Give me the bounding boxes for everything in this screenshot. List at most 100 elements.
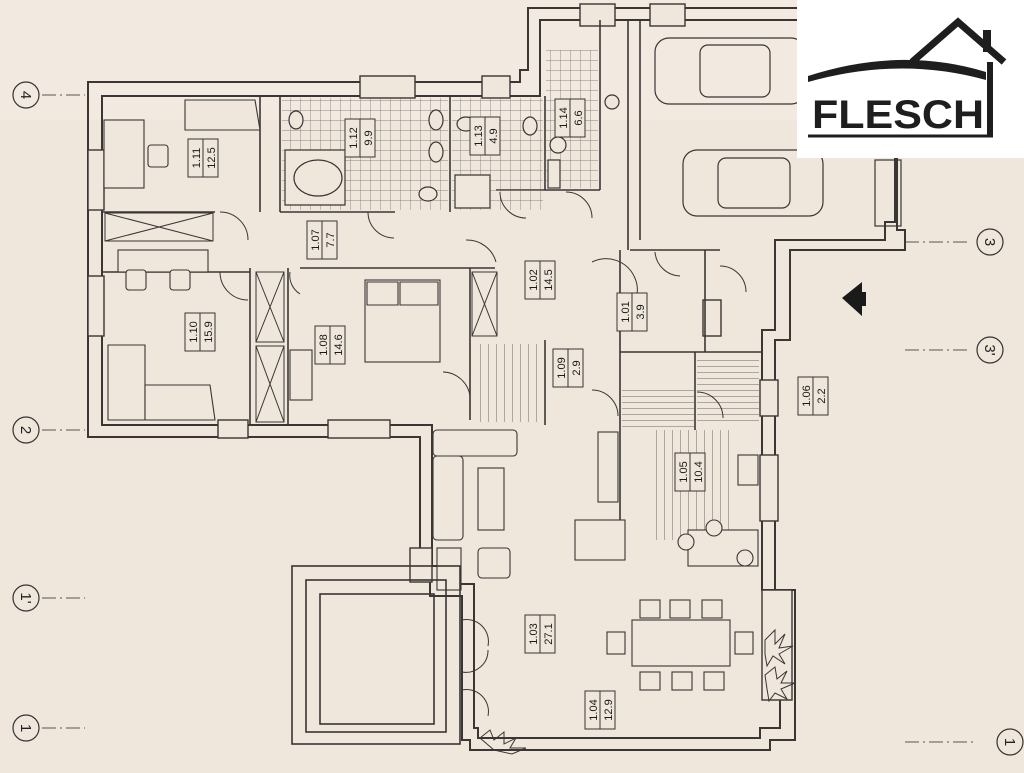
sink-4 xyxy=(549,136,567,154)
axis-lines xyxy=(42,94,975,743)
car-top-roof xyxy=(699,44,771,98)
room-number: 1.12 xyxy=(348,127,360,148)
room-area: 12.5 xyxy=(206,147,218,168)
car-bottom xyxy=(682,149,824,217)
axis-bubble-3 xyxy=(976,228,1004,256)
axis-bubble-1-right xyxy=(996,728,1024,756)
bed-1 xyxy=(184,99,261,131)
sink-2 xyxy=(428,141,444,163)
window-9 xyxy=(702,299,722,337)
room-area: 27.1 xyxy=(543,623,555,644)
stairs-1 xyxy=(622,385,694,430)
window-6 xyxy=(87,275,105,337)
room-area: 6.6 xyxy=(573,110,585,125)
kitchen-sink xyxy=(737,454,759,486)
logo-swoosh-icon xyxy=(808,59,986,82)
wardrobe-4-x xyxy=(471,271,498,337)
room-area: 4.9 xyxy=(488,128,500,143)
plant-2 xyxy=(764,666,796,703)
stool-1 xyxy=(677,533,695,551)
door-13 xyxy=(696,391,724,419)
entrance-arrow-icon xyxy=(842,282,866,316)
door-15 xyxy=(461,689,489,717)
chimney-icon xyxy=(983,30,991,52)
logo-box xyxy=(797,0,1024,158)
bathtub-basin xyxy=(293,159,343,197)
pillows xyxy=(366,281,439,306)
axis-bubble-4 xyxy=(12,81,40,109)
room-area: 2.2 xyxy=(816,388,828,403)
terrace-mid xyxy=(305,579,447,733)
room-number: 1.14 xyxy=(558,107,570,128)
sink-1 xyxy=(428,109,444,131)
washer-1 xyxy=(604,94,620,110)
wardrobe-3 xyxy=(255,345,285,423)
room-number: 1.04 xyxy=(588,699,600,720)
dining-chair-1 xyxy=(639,599,661,619)
dining-chair-5 xyxy=(671,671,693,691)
stool-3 xyxy=(736,549,754,567)
room-area: 7.7 xyxy=(325,232,337,247)
toilet-1 xyxy=(288,110,304,130)
room-area: 12.9 xyxy=(603,699,615,720)
axis-label-3p: 3' xyxy=(981,344,998,355)
axis-label-1-right: 1 xyxy=(1001,738,1018,746)
bed-3 xyxy=(144,384,216,421)
window-10 xyxy=(759,379,779,417)
chair-2 xyxy=(125,269,147,291)
window-7 xyxy=(217,419,249,439)
toilet-2 xyxy=(418,186,438,202)
window-1 xyxy=(359,75,416,99)
room-number: 1.01 xyxy=(620,301,632,322)
room-number: 1.09 xyxy=(556,357,568,378)
wardrobe-2 xyxy=(255,271,285,343)
window-3 xyxy=(579,3,616,27)
tv-unit xyxy=(597,431,619,503)
window-2 xyxy=(481,75,511,99)
axis-bubble-3p xyxy=(976,336,1004,364)
room-number: 1.08 xyxy=(318,334,330,355)
dining-chair-4 xyxy=(639,671,661,691)
dining-chair-7 xyxy=(606,631,626,655)
door-4 xyxy=(289,271,301,295)
door-14 xyxy=(461,619,489,673)
room-area: 10.4 xyxy=(693,461,705,482)
axis-bubble-1p xyxy=(12,584,40,612)
shower xyxy=(454,174,491,209)
wardrobes xyxy=(104,212,498,423)
bed-2 xyxy=(107,344,146,421)
axis-bubbles xyxy=(12,81,1024,756)
dining-chair-8 xyxy=(734,631,754,655)
wardrobe-2-x xyxy=(255,271,285,343)
terrace-outer xyxy=(291,565,461,745)
room-number: 1.06 xyxy=(801,385,813,406)
room-number: 1.07 xyxy=(310,229,322,250)
door-3 xyxy=(367,211,395,239)
door-1 xyxy=(219,211,249,241)
chair-3 xyxy=(169,269,191,291)
wardrobe-1-x xyxy=(104,212,214,242)
sofa-side xyxy=(432,455,464,541)
windows xyxy=(87,3,793,701)
wardrobe-1 xyxy=(104,212,214,242)
door-2 xyxy=(219,271,249,301)
terrace-inner xyxy=(319,593,435,725)
axis-bubble-2 xyxy=(12,416,40,444)
room-area: 15.9 xyxy=(203,321,215,342)
plant-1 xyxy=(764,628,794,668)
desk-1 xyxy=(103,119,145,189)
stool-2 xyxy=(705,519,723,537)
room-area: 9.9 xyxy=(363,130,375,145)
door-10 xyxy=(719,265,747,293)
window-12 xyxy=(409,547,433,583)
chair-1 xyxy=(147,144,169,168)
wardrobe-3-x xyxy=(255,345,285,423)
